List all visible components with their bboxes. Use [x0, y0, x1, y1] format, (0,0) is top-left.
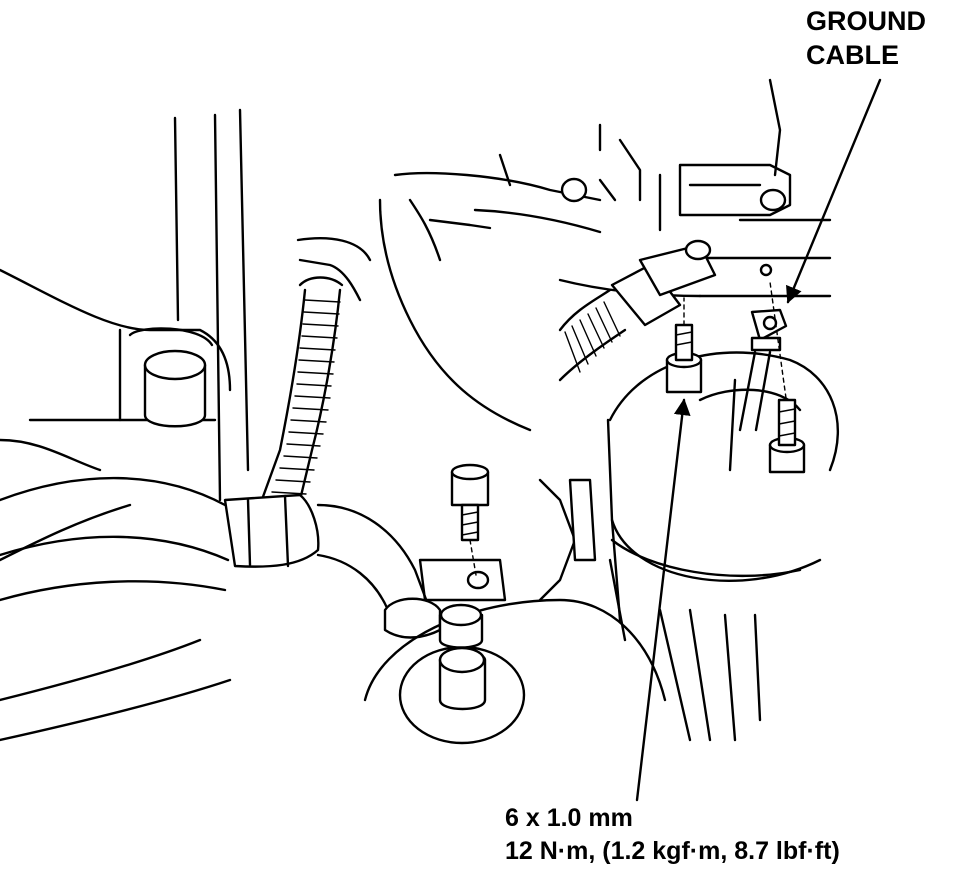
ground-cable-assembly: [738, 263, 806, 474]
ground-cable-label: GROUND CABLE: [806, 4, 926, 72]
ground-cable-label-line2: CABLE: [806, 40, 899, 70]
spec-bolt: [665, 297, 703, 394]
ground-leader-line: [786, 78, 882, 304]
corrugated-hose: [258, 276, 344, 507]
bolt-size-text: 6 x 1.0 mm: [505, 804, 633, 832]
spec-leader-line: [635, 398, 691, 802]
center-bolt: [450, 463, 490, 576]
main-pipe: [0, 476, 442, 639]
ground-cable-label-line1: GROUND: [806, 6, 926, 36]
bottom-mount: [363, 558, 667, 745]
bolt-spec-label: 6 x 1.0 mm 12 N·m, (1.2 kgf·m, 8.7 lbf·f…: [505, 802, 840, 868]
torque-spec-text: 12 N·m, (1.2 kgf·m, 8.7 lbf·ft): [505, 837, 840, 865]
engine-block: [0, 108, 250, 742]
left-stud: [128, 327, 214, 428]
housing: [296, 78, 832, 432]
upper-hose: [558, 239, 717, 382]
